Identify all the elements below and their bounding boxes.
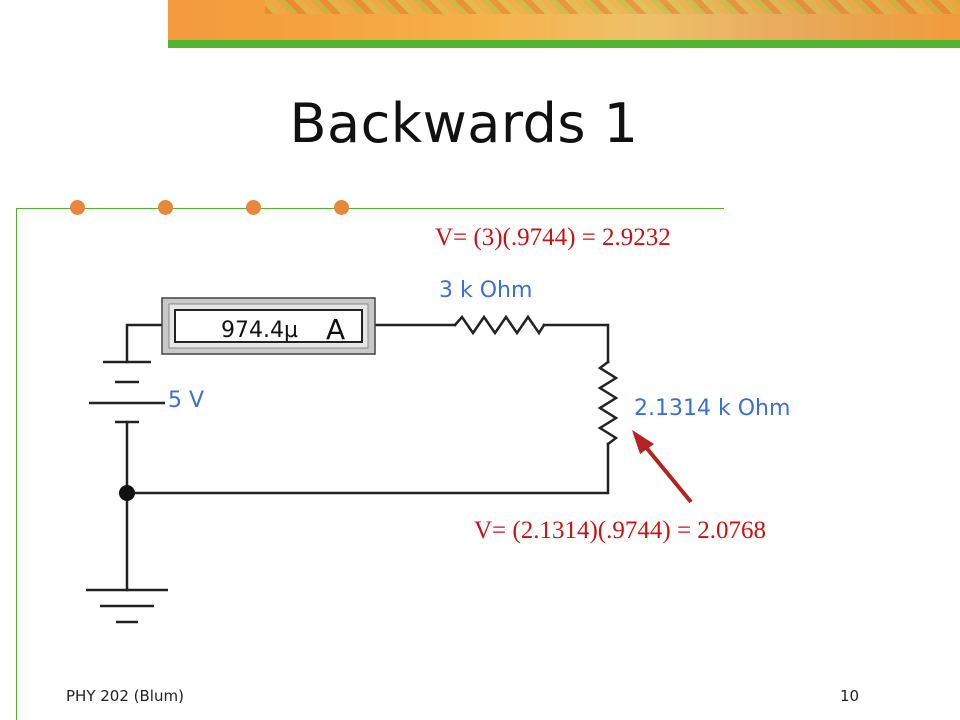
header-banner-texture	[265, 0, 960, 14]
frame-top-line	[16, 208, 724, 209]
ammeter-box	[161, 297, 376, 355]
resistor1-label: 3 k Ohm	[439, 278, 532, 303]
voltage-annotation-1: V= (3)(.9744) = 2.9232	[435, 224, 671, 251]
ammeter-reading: 974.4µ	[221, 318, 298, 343]
resistor2-label: 2.1314 k Ohm	[634, 396, 790, 421]
wire-bottom-return	[125, 442, 610, 495]
battery-label: 5 V	[168, 388, 204, 413]
bullet-dot-2	[158, 200, 173, 215]
bullet-dot-4	[334, 200, 349, 215]
header-green-stripe	[168, 40, 960, 48]
junction-node	[119, 485, 135, 501]
footer-page-number: 10	[840, 687, 860, 705]
footer-course-label: PHY 202 (Blum)	[66, 687, 184, 705]
voltage-annotation-2: V= (2.1314)(.9744) = 2.0768	[474, 517, 766, 544]
resistor1-symbol	[453, 314, 546, 336]
resistor2-symbol	[597, 360, 619, 446]
bullet-dot-1	[70, 200, 85, 215]
wire-resistor1-to-resistor2	[542, 323, 610, 364]
battery-symbol	[89, 360, 165, 424]
frame-left-line	[16, 208, 17, 720]
arrow-icon	[632, 430, 693, 504]
slide-title: Backwards 1	[289, 92, 639, 155]
bullet-dot-3	[246, 200, 261, 215]
wire-battery-to-ammeter	[125, 323, 164, 364]
ground-symbol	[86, 588, 168, 624]
ammeter-unit: A	[326, 313, 345, 346]
